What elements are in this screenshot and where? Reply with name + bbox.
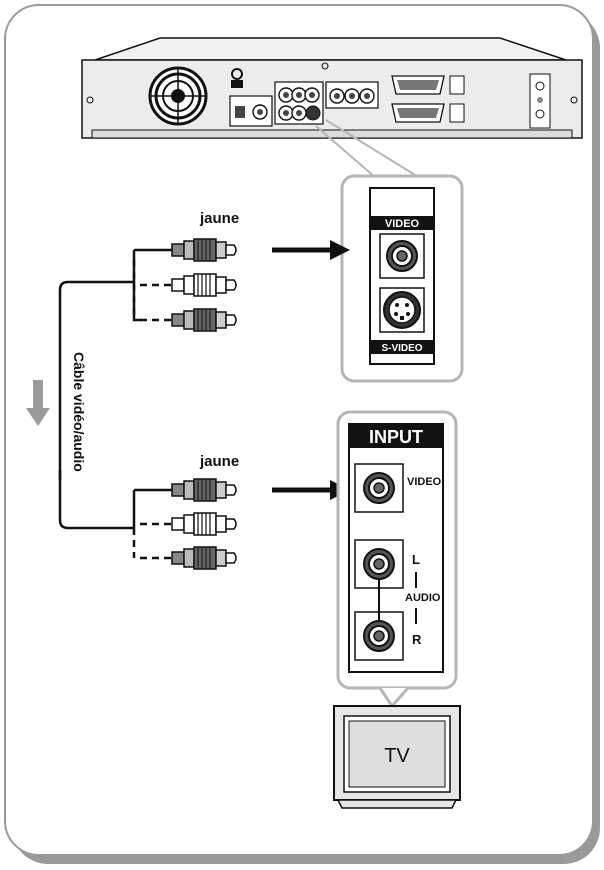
cable-label: Câble vidéo/audio xyxy=(71,352,87,472)
ground-icon xyxy=(231,68,243,88)
lower-plug-group xyxy=(58,470,350,570)
tv-input-panel: INPUT VIDEO L AUDIO R xyxy=(336,410,458,690)
video-panel-title: VIDEO xyxy=(385,218,420,230)
input-l-label: L xyxy=(412,552,420,567)
tv-audio-r-jack-icon xyxy=(363,620,395,652)
input-r-label: R xyxy=(412,632,422,647)
upper-plug-group xyxy=(58,238,350,480)
svideo-jack-icon xyxy=(383,291,421,329)
tv-icon: TV xyxy=(333,705,461,809)
svideo-label: S-VIDEO xyxy=(381,343,422,354)
tv-label: TV xyxy=(384,745,410,767)
input-video-label: VIDEO xyxy=(407,476,442,488)
input-audio-label: AUDIO xyxy=(405,592,441,604)
video-out-zoom-panel: VIDEO S-VIDEO xyxy=(340,174,464,383)
down-arrow-icon xyxy=(26,380,50,426)
tv-video-jack-icon xyxy=(363,472,395,504)
fan-icon xyxy=(148,66,208,126)
jaune-label-bottom: jaune xyxy=(199,453,239,470)
tv-audio-l-jack-icon xyxy=(363,548,395,580)
input-title: INPUT xyxy=(369,427,423,447)
jaune-label-top: jaune xyxy=(199,210,239,227)
recorder-rear-panel xyxy=(81,37,583,179)
video-jack-icon xyxy=(386,240,418,272)
